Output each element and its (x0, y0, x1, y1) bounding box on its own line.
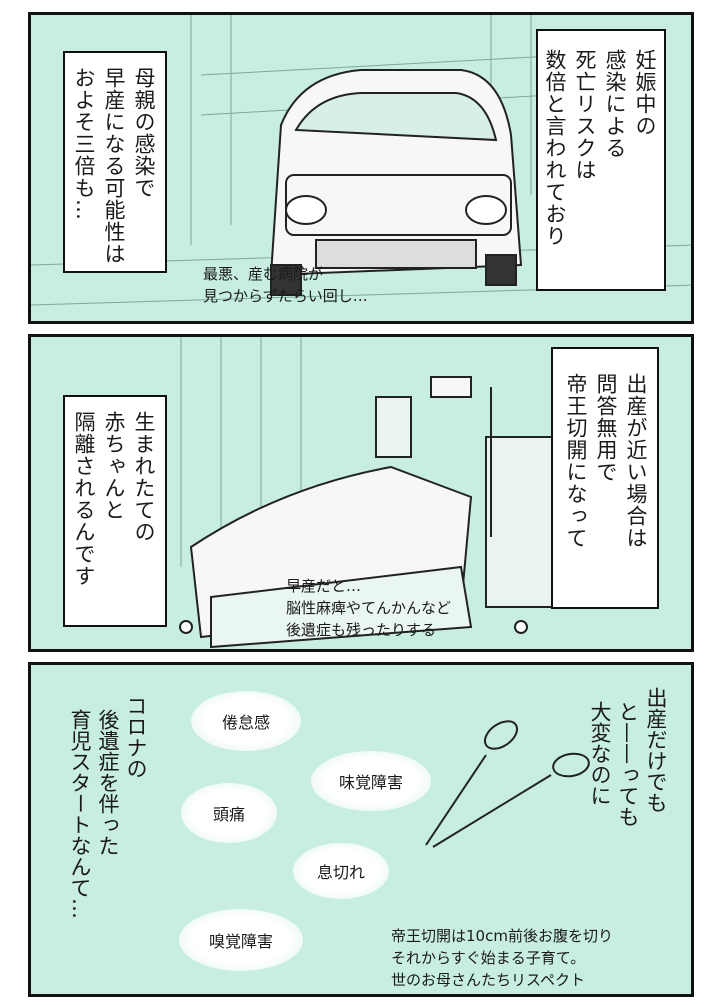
hospital-bed-illustration (179, 337, 557, 649)
caption-line: 世のお母さんたちリスペクト (391, 971, 585, 989)
caption-line: 帝王切開は10cm前後お腹を切り (391, 927, 613, 945)
narration-line: 早産になる可能性は (102, 67, 126, 265)
symptom-cloud: 息切れ (293, 843, 389, 899)
symptom-cloud: 味覚障害 (311, 751, 431, 811)
narration-box-right: 妊娠中の 感染による 死亡リスクは 数倍と言われており (536, 29, 666, 291)
narration-line: 母親の感染で (132, 67, 156, 199)
narration-line: 感染による (603, 49, 627, 159)
caption-line: 早産だと… (286, 577, 362, 595)
caption-line: 最悪、産む病院が (203, 265, 324, 283)
narration-line: 帝王切開になって (564, 373, 588, 549)
narration-line: 数倍と言われており (543, 49, 567, 247)
narration-line: と——っても (616, 701, 640, 827)
symptom-cloud: 嗅覚障害 (179, 909, 303, 971)
narration-line: およそ三倍も… (72, 67, 96, 221)
panel-hospital-bed: 出産が近い場合は 問答無用で 帝王切開になって 生まれたての 赤ちゃんと 隔離さ… (28, 334, 694, 652)
narration-box-left: 母親の感染で 早産になる可能性は およそ三倍も… (63, 51, 167, 273)
panel-ambulance: 妊娠中の 感染による 死亡リスクは 数倍と言われており 母親の感染で 早産になる… (28, 12, 694, 324)
narration-line: 赤ちゃんと (102, 411, 126, 521)
caption-line: 見つからずたらい回し… (203, 287, 368, 305)
caption-line: それからすぐ始まる子育て。 (391, 949, 586, 967)
narration-line: 出産が近い場合は (624, 373, 648, 549)
narration-line: 後遺症を伴った (96, 709, 120, 856)
caption-line: 脳性麻痺やてんかんなど (286, 599, 452, 617)
narration-line: 隔離されるんです (72, 411, 96, 587)
symptom-cloud: 倦怠感 (191, 691, 301, 751)
narration-box-left: 生まれたての 赤ちゃんと 隔離されるんです (63, 395, 167, 627)
narration-line: 妊娠中の (633, 49, 657, 137)
narration-line: 死亡リスクは (573, 49, 597, 181)
symptom-cloud: 頭痛 (181, 783, 277, 843)
narration-line: 大変なのに (588, 701, 612, 806)
narration-line: 生まれたての (132, 411, 156, 543)
ambulance-illustration (31, 15, 691, 306)
caption-line: 後遺症も残ったりする (286, 621, 437, 639)
narration-line: 育児スタートなんて… (68, 709, 92, 919)
narration-line: 問答無用で (594, 373, 618, 483)
panel-symptoms: 出産だけでも と——っても 大変なのに コロナの 後遺症を伴った 育児スタートな… (28, 662, 694, 997)
narration-line: コロナの (124, 695, 148, 779)
narration-box-right: 出産が近い場合は 問答無用で 帝王切開になって (551, 347, 659, 609)
narration-line: 出産だけでも (644, 687, 668, 813)
forceps-illustration (425, 720, 590, 848)
